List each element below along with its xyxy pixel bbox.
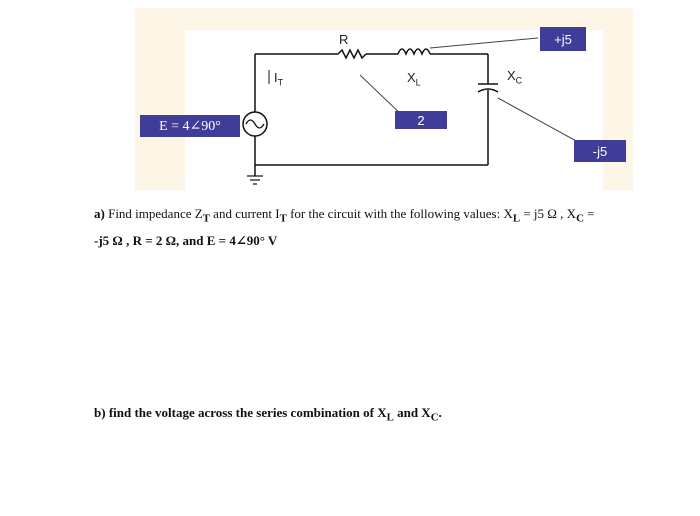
leader-inductor [429,37,539,49]
question-a-text-1: Find impedance Z [108,206,203,221]
question-b-text-2: and X [397,405,431,420]
capacitor-label: XC [507,68,523,86]
question-a-line-2: -j5 Ω , R = 2 Ω, and E = 4∠90° V [94,232,278,248]
inductor-label: XL [407,70,421,88]
question-a-sub-4: C [576,212,584,225]
question-a-text-4: = j5 Ω , X [523,206,577,221]
question-a-sub-2: T [279,212,287,225]
question-a-sub-1: T [202,212,210,225]
leader-resistor [359,74,406,119]
circuit-diagram [242,37,579,185]
question-b-sub-1: L [386,411,394,424]
question-a-text-5: = [587,206,595,221]
question-a: a) Find impedance ZT and current IT for … [94,203,694,252]
capacitor-value-badge: -j5 [574,140,626,162]
question-a-line-1: a) Find impedance ZT and current IT for … [94,203,694,230]
inductor-value-badge: +j5 [540,27,586,51]
question-a-prefix: a) [94,206,105,221]
question-b: b) find the voltage across the series co… [94,402,694,429]
question-b-prefix: b) [94,405,106,420]
question-b-end: . [438,405,442,420]
resistor-value-badge: 2 [395,111,447,129]
resistor-symbol [337,48,367,60]
question-a-sub-3: L [512,212,521,225]
source-value-badge: E = 4∠90° [140,115,240,137]
capacitor-plate-bottom [477,88,499,93]
question-a-text-3: for the circuit with the following value… [290,206,513,221]
inductor-symbol [397,48,431,57]
question-a-text-2: and current I [213,206,280,221]
sine-wave-icon [245,119,265,129]
leader-capacitor [497,97,579,143]
question-b-text-1: find the voltage across the series combi… [108,405,387,420]
current-label: IT [274,70,284,88]
resistor-label: R [339,32,349,47]
question-b-sub-2: C [430,411,439,424]
